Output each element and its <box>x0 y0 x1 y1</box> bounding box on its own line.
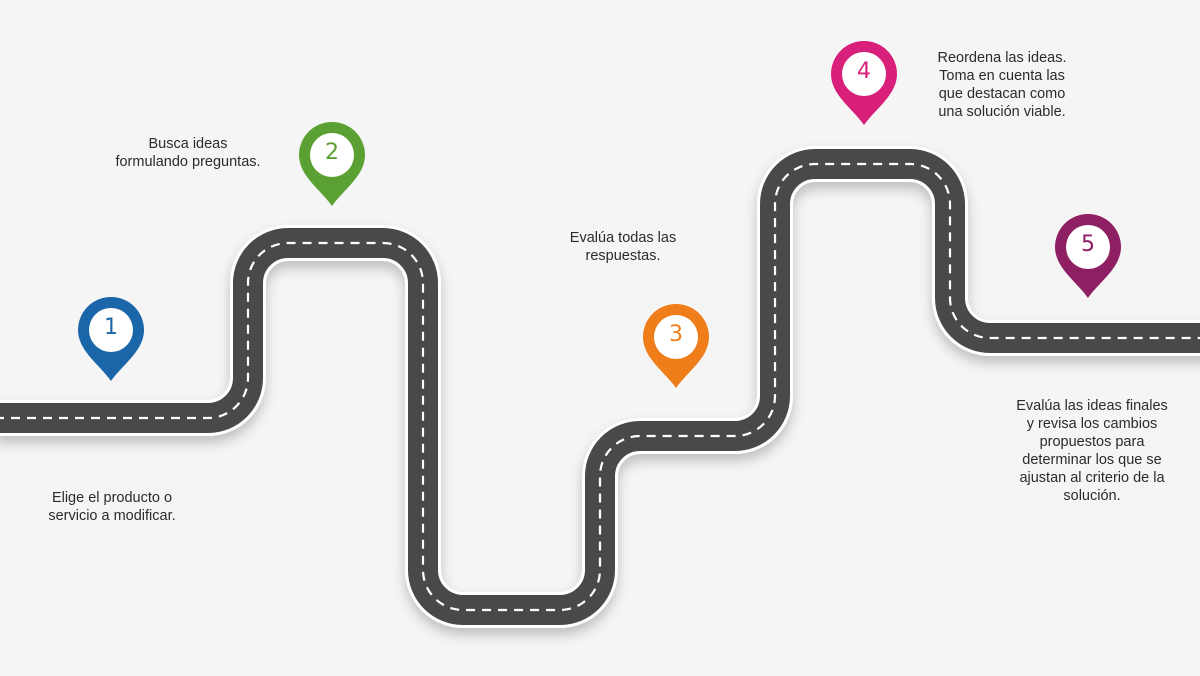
step-5-pin: 5 <box>1053 210 1123 300</box>
step-5-caption: Evalúa las ideas finales y revisa los ca… <box>1016 398 1168 504</box>
step-5-number: 5 <box>1081 232 1095 257</box>
step-1-caption: Elige el producto o servicio a modificar… <box>48 490 176 524</box>
step-3-caption: Evalúa todas las respuestas. <box>569 230 677 264</box>
step-4-caption: Reordena las ideas. Toma en cuenta las q… <box>937 50 1067 120</box>
map-pin-icon <box>78 297 144 381</box>
map-pin-icon <box>299 122 365 206</box>
step-2-caption: Busca ideas formulando preguntas. <box>115 136 261 170</box>
step-2-number: 2 <box>325 140 339 165</box>
step-2-pin: 2 <box>297 118 367 208</box>
map-pin-icon <box>831 41 897 125</box>
road-lane-markings <box>0 162 1200 612</box>
step-3-pin: 3 <box>641 300 711 390</box>
step-1-pin: 1 <box>76 293 146 383</box>
map-pin-icon <box>643 304 709 388</box>
step-4-pin: 4 <box>829 37 899 127</box>
step-3-number: 3 <box>669 322 683 347</box>
step-1-number: 1 <box>104 315 118 340</box>
step-4-number: 4 <box>857 59 871 84</box>
map-pin-icon <box>1055 214 1121 298</box>
